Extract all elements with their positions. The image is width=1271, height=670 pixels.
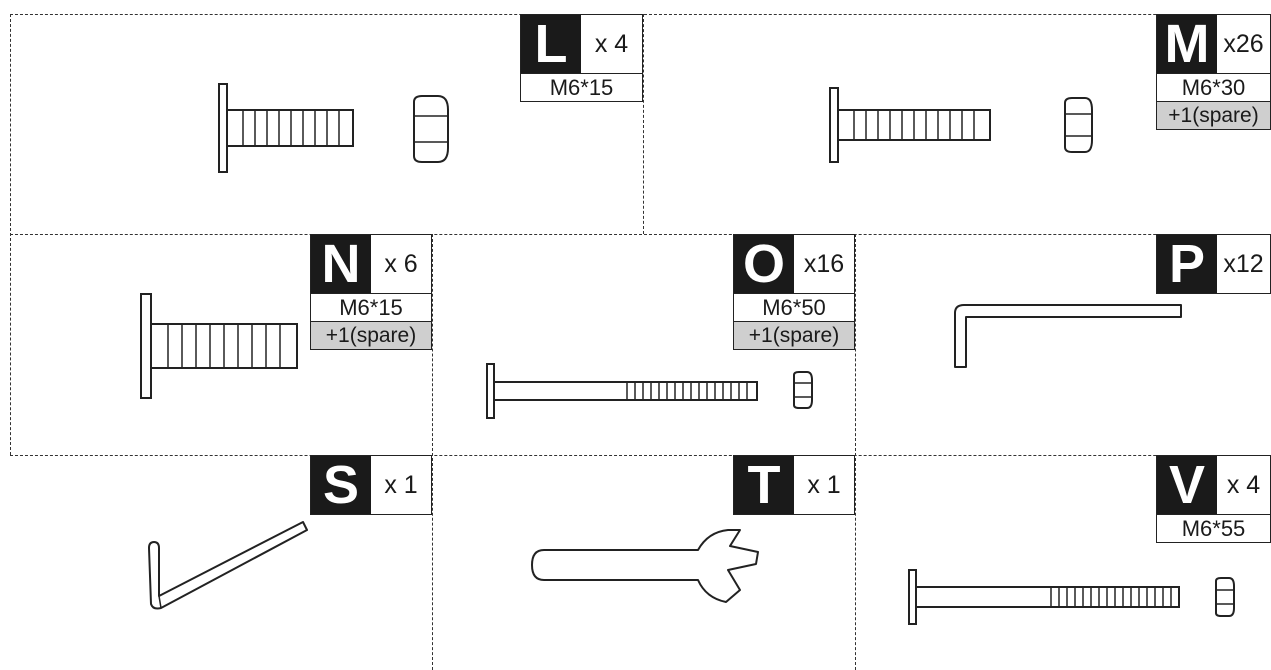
part-quantity: x 1 (384, 470, 418, 499)
grid-line-col-o-p (855, 234, 856, 670)
part-quantity: x 6 (384, 249, 418, 278)
part-spare: +1(spare) (1156, 102, 1271, 130)
part-quantity: x26 (1223, 29, 1264, 58)
part-letter: T (734, 456, 794, 514)
part-tag-n: N x 6 M6*15 +1(spare) (310, 234, 432, 350)
part-quantity: x16 (803, 249, 845, 278)
wrench-icon (530, 528, 765, 604)
part-tag-l: L x 4 M6*15 (520, 14, 643, 102)
allen-key-icon (145, 520, 310, 612)
part-letter: L (521, 15, 581, 73)
nut-icon (410, 94, 450, 164)
short-bolt-icon (215, 82, 355, 174)
allen-key-icon (950, 303, 1185, 369)
part-quantity: x 4 (594, 29, 629, 58)
part-quantity: x 1 (807, 470, 841, 499)
nut-icon (1062, 96, 1094, 154)
part-tag-v: V x 4 M6*55 (1156, 455, 1271, 543)
nut-icon (792, 370, 814, 410)
part-spare: +1(spare) (733, 322, 855, 350)
part-tag-t: T x 1 (733, 455, 855, 515)
part-letter: S (311, 456, 371, 514)
part-letter: O (734, 235, 794, 293)
part-size: M6*55 (1156, 515, 1271, 543)
part-tag-s: S x 1 (310, 455, 432, 515)
part-quantity: x12 (1223, 249, 1264, 278)
long-bolt-icon (485, 362, 760, 420)
part-letter: V (1157, 456, 1217, 514)
part-size: M6*30 (1156, 74, 1271, 102)
part-size: M6*15 (310, 294, 432, 322)
grid-line-row2 (10, 455, 1271, 456)
part-tag-o: O x16 M6*50 +1(spare) (733, 234, 855, 350)
part-letter: N (311, 235, 371, 293)
short-bolt-icon (138, 292, 300, 400)
nut-icon (1214, 576, 1236, 618)
part-size: M6*15 (520, 74, 643, 102)
part-tag-m: M x26 M6*30 +1(spare) (1156, 14, 1271, 130)
bolt-icon (828, 86, 993, 164)
grid-line-col-l-m (643, 14, 644, 234)
part-letter: M (1157, 15, 1217, 73)
grid-line-row1 (10, 234, 1271, 235)
grid-line-left (10, 14, 11, 455)
long-bolt-icon (907, 568, 1182, 626)
part-size: M6*50 (733, 294, 855, 322)
part-spare: +1(spare) (310, 322, 432, 350)
part-quantity: x 4 (1226, 470, 1261, 499)
part-letter: P (1157, 235, 1217, 293)
part-tag-p: P x12 (1156, 234, 1271, 294)
grid-line-col-n-o (432, 234, 433, 670)
